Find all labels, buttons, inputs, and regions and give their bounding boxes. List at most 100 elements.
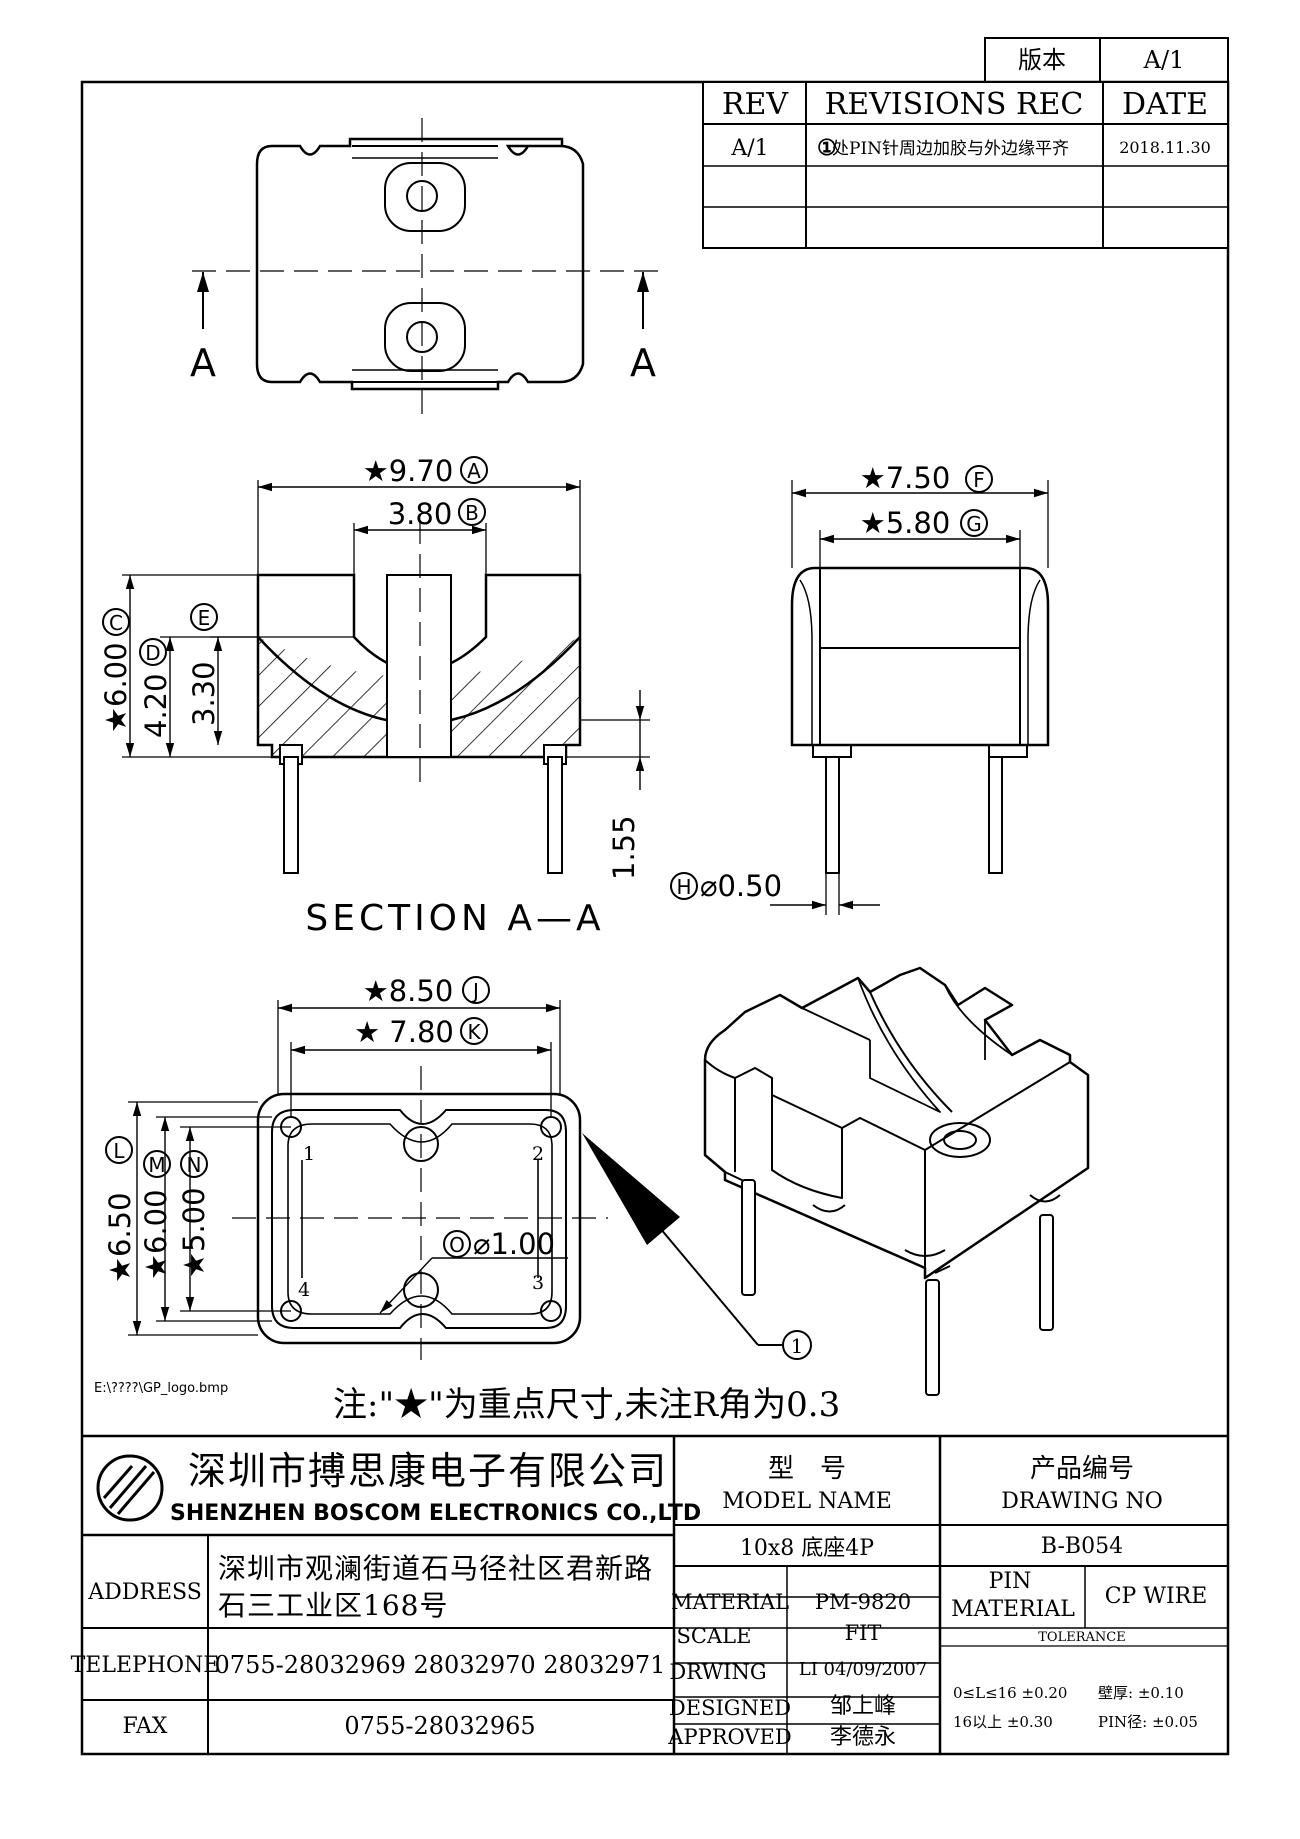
dim-h-tag-circle bbox=[670, 872, 698, 900]
telephone-value: 0755-28032969 28032970 28032971 bbox=[215, 1651, 666, 1679]
pin-2-label: 2 bbox=[532, 1143, 544, 1165]
dim-h-tag: H bbox=[676, 875, 691, 899]
dim-e-tag: E bbox=[198, 606, 211, 630]
approved-label: APPROVED bbox=[667, 1725, 791, 1749]
dim-c-tag-circle bbox=[102, 608, 130, 636]
fax-label: FAX bbox=[123, 1714, 168, 1739]
tolerance-label: TOLERANCE bbox=[1038, 1630, 1125, 1645]
rev-rec-header: REVISIONS REC bbox=[825, 87, 1084, 122]
version-value: A/1 bbox=[1143, 46, 1185, 74]
approved-value: 李德永 bbox=[830, 1725, 896, 1750]
fax-value: 0755-28032965 bbox=[344, 1712, 535, 1740]
dim-f-tag: F bbox=[973, 468, 985, 492]
callout-arrow: 1 bbox=[582, 1133, 812, 1360]
dim-d-tag-circle bbox=[139, 638, 167, 666]
pin-1-label: 1 bbox=[303, 1143, 315, 1165]
dim-a-value: ★9.70 bbox=[363, 454, 454, 488]
drwing-label: DRWING bbox=[669, 1660, 766, 1684]
company-name-en: SHENZHEN BOSCOM ELECTRONICS CO.,LTD bbox=[170, 1501, 701, 1526]
version-box: 版本 A/1 bbox=[984, 37, 1229, 83]
dim-b-tag-circle bbox=[458, 498, 486, 526]
tolerance-row-2-a: 16以上 ±0.30 bbox=[953, 1713, 1053, 1731]
dim-d-tag: D bbox=[145, 641, 160, 665]
dim-g-tag: G bbox=[966, 512, 982, 536]
drawing-value: B-B054 bbox=[1041, 1534, 1123, 1559]
tolerance-row-2-b: PIN径: ±0.05 bbox=[1098, 1713, 1198, 1731]
rev-row-mark: ① bbox=[817, 135, 837, 161]
drawing-label-en: DRAWING NO bbox=[1001, 1489, 1163, 1514]
dim-n-tag-circle bbox=[180, 1150, 208, 1178]
pin-3-label: 3 bbox=[532, 1272, 544, 1294]
model-label-cn: 型 号 bbox=[768, 1454, 846, 1484]
dim-k-tag: K bbox=[467, 1020, 481, 1044]
pin-material-label-1: PIN bbox=[989, 1569, 1032, 1594]
rev-date-header: DATE bbox=[1122, 87, 1208, 122]
drawing-label-cn: 产品编号 bbox=[1030, 1454, 1134, 1484]
pin-material-value: CP WIRE bbox=[1105, 1584, 1208, 1609]
rev-row-rev: A/1 bbox=[730, 136, 768, 161]
drwing-value: LI 04/09/2007 bbox=[799, 1659, 928, 1680]
drawing-note: 注:"★"为重点尺寸,未注R角为0.3 bbox=[333, 1385, 840, 1425]
dim-o-value: ⌀1.00 bbox=[473, 1227, 555, 1261]
company-name-cn: 深圳市搏思康电子有限公司 bbox=[188, 1449, 668, 1493]
material-label: MATERIAL bbox=[671, 1590, 789, 1614]
sheet-border bbox=[80, 80, 1230, 1756]
tolerance-row-1-b: 壁厚: ±0.10 bbox=[1098, 1684, 1184, 1702]
dim-j-value: ★8.50 bbox=[363, 974, 454, 1008]
dim-e-tag-circle bbox=[190, 603, 218, 631]
section-marker-right: A bbox=[630, 341, 656, 385]
scale-value: FIT bbox=[845, 1621, 882, 1645]
logo-path: E:\????\GP_logo.bmp bbox=[94, 1381, 228, 1396]
material-value: PM-9820 bbox=[815, 1590, 911, 1614]
dim-k-tag-circle bbox=[460, 1017, 488, 1045]
dim-c-tag: C bbox=[109, 611, 123, 635]
top-view bbox=[192, 118, 658, 418]
address-line-1: 深圳市观澜街道石马径社区君新路 bbox=[218, 1552, 653, 1585]
company-logo bbox=[96, 1454, 164, 1522]
version-label: 版本 bbox=[1018, 46, 1066, 74]
dim-m-value: ★6.00 bbox=[139, 1189, 173, 1280]
dim-o-tag-circle bbox=[443, 1230, 471, 1258]
dim-c-value: ★6.00 bbox=[99, 642, 133, 733]
dim-j-tag: J bbox=[471, 979, 479, 1003]
revision-table: REV REVISIONS REC DATE A/1 ① 处PIN针周边加胶与外… bbox=[702, 81, 1229, 249]
isometric-view bbox=[703, 966, 1090, 1396]
dim-n-tag: N bbox=[187, 1153, 202, 1177]
title-block-grid bbox=[82, 1434, 1228, 1754]
dim-n-value: ★5.00 bbox=[177, 1187, 211, 1278]
dim-a-tag-circle bbox=[460, 456, 488, 484]
side-view bbox=[770, 480, 1050, 915]
dim-l-value: ★6.50 bbox=[103, 1192, 137, 1283]
scale-label: SCALE bbox=[677, 1624, 752, 1648]
model-value: 10x8 底座4P bbox=[740, 1536, 874, 1561]
callout-circle bbox=[782, 1330, 812, 1360]
designed-label: DESIGNED bbox=[669, 1696, 791, 1720]
dim-d-value: 4.20 bbox=[139, 673, 173, 738]
dim-o-tag: O bbox=[449, 1233, 465, 1257]
dim-b-tag: B bbox=[465, 501, 479, 525]
dim-b-value: 3.80 bbox=[388, 497, 453, 531]
dim-g-value: ★5.80 bbox=[860, 506, 951, 540]
dim-pin-length: 1.55 bbox=[607, 815, 641, 880]
dim-l-tag: L bbox=[113, 1139, 125, 1163]
section-view bbox=[122, 480, 650, 874]
dim-k-value: ★ 7.80 bbox=[354, 1015, 454, 1049]
address-line-2: 石三工业区168号 bbox=[218, 1589, 448, 1622]
bottom-view bbox=[128, 1000, 608, 1360]
rev-row-rec: 处PIN针周边加胶与外边缘平齐 bbox=[832, 139, 1069, 159]
rev-row-date: 2018.11.30 bbox=[1119, 138, 1211, 157]
section-marker-left: A bbox=[190, 341, 216, 385]
dim-j-tag-circle bbox=[462, 976, 490, 1004]
tolerance-row-1-a: 0≤L≤16 ±0.20 bbox=[953, 1684, 1067, 1702]
model-label-en: MODEL NAME bbox=[722, 1489, 892, 1514]
rev-header: REV bbox=[722, 87, 789, 122]
dim-f-value: ★7.50 bbox=[860, 461, 951, 495]
dim-m-tag-circle bbox=[143, 1150, 171, 1178]
dim-m-tag: M bbox=[148, 1153, 165, 1177]
pin-material-label-2: MATERIAL bbox=[951, 1597, 1075, 1622]
section-title: SECTION A—A bbox=[305, 898, 604, 939]
dim-f-tag-circle bbox=[965, 465, 993, 493]
callout-number: 1 bbox=[791, 1334, 804, 1358]
dim-a-tag: A bbox=[467, 459, 481, 483]
